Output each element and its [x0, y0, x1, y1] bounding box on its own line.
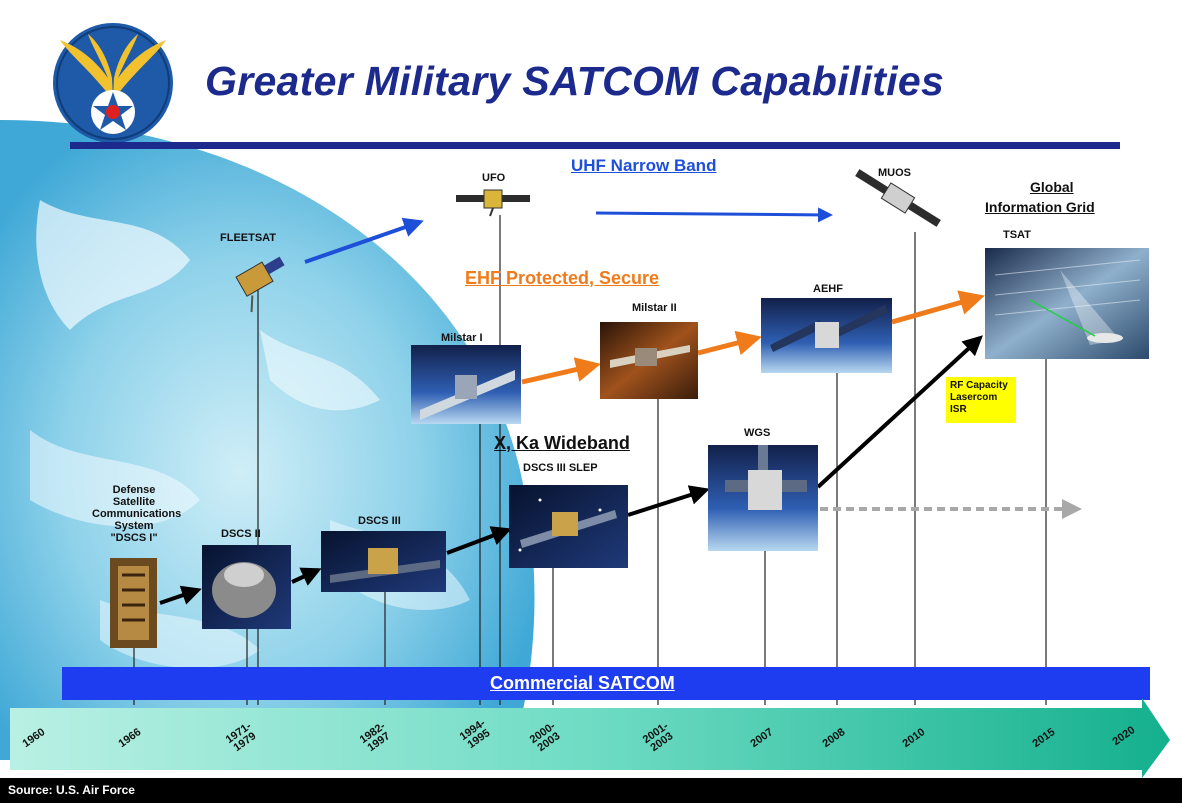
tsat-capabilities-callout: RF Capacity Lasercom ISR	[946, 377, 1016, 423]
dscs2-label: DSCS II	[221, 528, 261, 540]
dscs1-label-line3: Communications	[92, 508, 182, 520]
photo-dscs2	[202, 545, 291, 629]
air-force-logo	[53, 23, 173, 143]
photo-aehf	[761, 298, 892, 373]
photo-dscs-slep	[509, 485, 628, 568]
gig-label-line1: Global	[1030, 179, 1074, 195]
uhf-arrow-2	[595, 207, 833, 223]
fleetsat-satellite-icon	[235, 256, 285, 313]
ufo-satellite-icon	[456, 189, 530, 217]
dscs3-label: DSCS III	[358, 515, 401, 527]
commercial-satcom-label: Commercial SATCOM	[490, 673, 675, 693]
callout-line3: ISR	[950, 404, 967, 415]
timeline-arrow	[10, 698, 1170, 778]
wide-arrow-5	[816, 335, 983, 489]
ehf-band-label: EHF Protected, Secure	[465, 268, 660, 288]
wide-arrow-4	[627, 485, 710, 517]
title-rule	[70, 142, 1120, 149]
tsat-label: TSAT	[1003, 229, 1031, 241]
uhf-arrow-1	[304, 217, 424, 264]
fleetsat-label: FLEETSAT	[220, 232, 277, 244]
ehf-arrow-1	[521, 357, 601, 385]
dscs1-label-line5: "DSCS I"	[110, 532, 158, 544]
milstar2-label: Milstar II	[632, 302, 677, 314]
muos-label: MUOS	[878, 167, 911, 179]
callout-line1: RF Capacity	[950, 380, 1008, 391]
milstar1-label: Milstar I	[441, 332, 483, 344]
photo-milstar2	[600, 322, 698, 399]
dscs1-label: Defense Satellite Communications System …	[92, 484, 182, 544]
dscs-slep-label: DSCS III SLEP	[523, 462, 598, 474]
gig-label-line2: Information Grid	[985, 199, 1095, 215]
photo-milstar1	[411, 345, 521, 424]
dscs1-label-line2: Satellite	[112, 496, 156, 508]
wide-arrow-3	[446, 526, 512, 555]
commercial-satcom-bar	[62, 667, 1150, 700]
wide-arrow-2	[291, 567, 322, 586]
ufo-label: UFO	[482, 172, 506, 184]
ehf-arrow-3	[891, 290, 985, 325]
callout-line2: Lasercom	[950, 392, 998, 403]
timeline-verticals	[133, 215, 1047, 705]
dscs1-label-line1: Defense	[112, 484, 156, 496]
photo-tsat	[985, 248, 1149, 359]
dscs1-label-line4: System	[114, 520, 154, 532]
wgs-label: WGS	[744, 427, 771, 439]
uhf-band-label: UHF Narrow Band	[571, 156, 717, 175]
page-title: Greater Military SATCOM Capabilities	[205, 58, 945, 104]
aehf-label: AEHF	[813, 283, 843, 295]
muos-satellite-icon	[855, 169, 941, 227]
ehf-arrow-2	[697, 330, 762, 356]
wide-arrow-1	[159, 585, 202, 605]
photo-wgs	[708, 445, 818, 551]
photo-dscs1	[110, 558, 157, 648]
x-ka-band-label: X, Ka Wideband	[494, 433, 630, 453]
source-text: Source: U.S. Air Force	[8, 783, 135, 797]
source-footer: Source: U.S. Air Force	[0, 778, 1182, 803]
photo-dscs3	[321, 531, 446, 592]
